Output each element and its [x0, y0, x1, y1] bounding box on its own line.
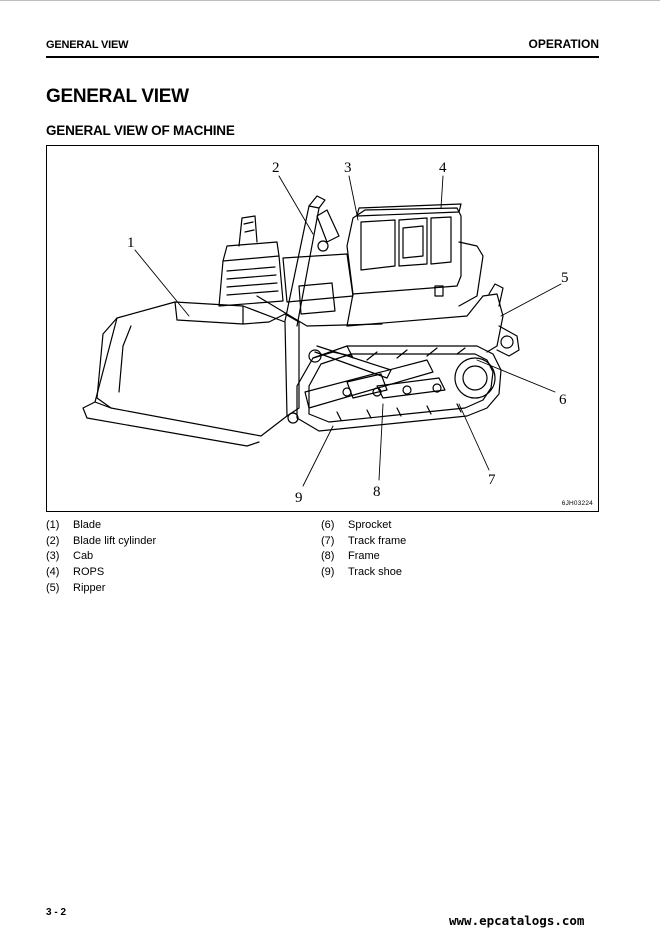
undercarriage-drawing: [296, 345, 502, 432]
machine-figure: 1 2 3 4 5 6 7 8 9 6JH03224: [46, 145, 599, 512]
callout-8: 8: [373, 484, 381, 500]
callout-7: 7: [488, 472, 496, 488]
push-arm-drawing: [304, 345, 434, 409]
legend-number: (5): [46, 581, 60, 594]
watermark: www.epcatalogs.com: [449, 913, 585, 928]
legend-number: (4): [46, 566, 60, 579]
callout-9: 9: [295, 490, 303, 506]
header-section-left: GENERAL VIEW: [46, 39, 129, 51]
legend-item: (2) Blade lift cylinder: [46, 535, 326, 551]
legend-number: (3): [46, 550, 60, 563]
bulldozer-illustration: 1 2 3 4 5 6 7 8 9: [82, 160, 569, 506]
legend-number: (9): [321, 566, 335, 579]
callout-5: 5: [561, 270, 569, 286]
legend-label: Cab: [73, 550, 94, 563]
callout-3: 3: [344, 160, 352, 176]
page-top-rule: [0, 0, 660, 1]
legend-label: Blade lift cylinder: [73, 534, 157, 547]
legend-item: (8) Frame: [321, 550, 601, 566]
legend-number: (2): [46, 534, 60, 547]
legend-label: ROPS: [73, 566, 105, 579]
callout-2: 2: [272, 160, 280, 176]
legend-label: Sprocket: [348, 519, 392, 531]
legend-label: Track shoe: [348, 566, 403, 579]
legend-left-column: (1) Blade (2) Blade lift cylinder (3) Ca…: [46, 519, 326, 597]
legend-label: Track frame: [348, 534, 407, 547]
legend-item: (1) Blade: [46, 519, 326, 535]
callout-4: 4: [439, 160, 447, 176]
figure-id: 6JH03224: [561, 500, 593, 507]
legend-number: (7): [321, 534, 335, 547]
header-section-right: OPERATION: [528, 37, 599, 51]
legend-right-column: (6) Sprocket (7) Track frame (8) Frame (…: [321, 519, 601, 582]
legend-label: Blade: [73, 519, 102, 531]
legend-item: (7) Track frame: [321, 535, 601, 551]
legend-number: (6): [321, 519, 335, 531]
legend-number: (1): [46, 519, 60, 531]
legend-item: (6) Sprocket: [321, 519, 601, 535]
page-number: 3 - 2: [46, 907, 67, 918]
callout-6: 6: [559, 392, 567, 408]
header-rule: [46, 56, 599, 58]
legend-label: Frame: [348, 550, 380, 563]
page-title: GENERAL VIEW: [46, 86, 189, 107]
legend-item: (5) Ripper: [46, 582, 326, 598]
callout-1: 1: [127, 235, 135, 251]
running-header: GENERAL VIEW OPERATION: [46, 37, 599, 57]
legend-item: (4) ROPS: [46, 566, 326, 582]
cab-rops-drawing: [346, 203, 484, 327]
legend-number: (8): [321, 550, 335, 563]
blade-lift-cylinder-drawing: [284, 195, 340, 327]
ripper-drawing: [482, 283, 520, 357]
blade-drawing: [82, 301, 300, 447]
legend-label: Ripper: [73, 581, 106, 594]
legend-item: (9) Track shoe: [321, 566, 601, 582]
section-subtitle: GENERAL VIEW OF MACHINE: [46, 123, 235, 138]
callout-leaders: [134, 175, 562, 487]
legend-item: (3) Cab: [46, 550, 326, 566]
